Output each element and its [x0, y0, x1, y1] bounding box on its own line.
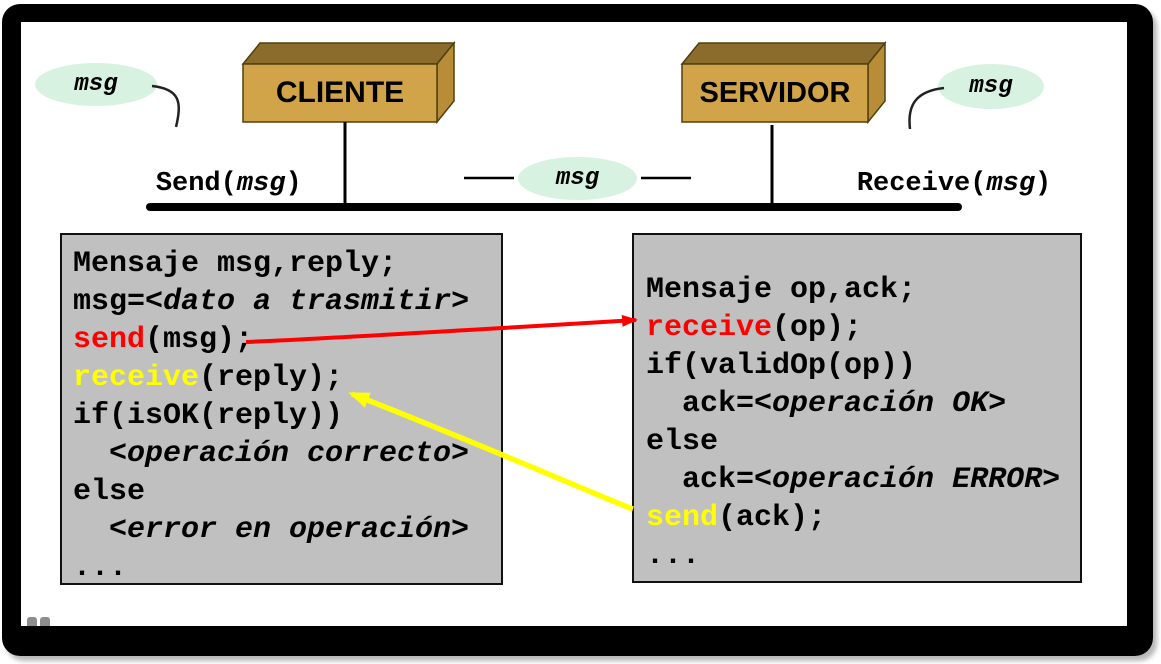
- server-l1: Mensaje op,ack;: [646, 273, 917, 307]
- client-l1: Mensaje msg,reply;: [73, 247, 398, 281]
- code-line: Mensaje op,ack;: [646, 271, 1080, 309]
- client-l6: <operación correcto>: [73, 437, 470, 471]
- code-line: if(isOK(reply)): [73, 397, 501, 435]
- server-l8: ...: [646, 539, 701, 573]
- client-l8: <error en operación>: [73, 513, 470, 547]
- client-send-keyword: send: [73, 323, 146, 357]
- receive-call-label: Receive(msg): [792, 139, 1051, 229]
- server-l2rest: (op);: [772, 311, 863, 345]
- client-l9: ...: [73, 551, 128, 585]
- send-call-close: ): [285, 169, 302, 199]
- code-line: send(ack);: [646, 499, 1080, 537]
- code-line: <operación correcto>: [73, 435, 501, 473]
- code-line: else: [646, 423, 1080, 461]
- client-l7: else: [73, 475, 146, 509]
- server-l3: if(validOp(op)): [646, 349, 917, 383]
- msg-bubble-left: msg: [35, 63, 157, 106]
- code-line: send(msg);: [73, 321, 501, 359]
- server-l4a: ack=: [646, 387, 755, 421]
- msg-right-connector-arc: [908, 86, 945, 130]
- msg-left-connector-arc: [151, 84, 180, 128]
- server-l5: else: [646, 425, 719, 459]
- client-l5: if(isOK(reply)): [73, 399, 344, 433]
- server-cube-side: [867, 40, 886, 125]
- client-code-box: Mensaje msg,reply; msg=<dato a trasmitir…: [60, 233, 503, 585]
- msg-label-left: msg: [74, 71, 118, 98]
- code-line: ...: [646, 537, 1080, 575]
- client-cube-side: [436, 40, 455, 125]
- code-line: msg=<dato a trasmitir>: [73, 283, 501, 321]
- code-line: if(validOp(op)): [646, 347, 1080, 385]
- msg-label-right: msg: [969, 73, 1013, 100]
- server-l7rest: (ack);: [718, 501, 827, 535]
- server-l6a: ack=: [646, 463, 755, 497]
- send-call-label: Send(msg): [91, 139, 302, 229]
- client-l2b: <dato a trasmitir>: [145, 285, 470, 319]
- code-line: ack=<operación ERROR>: [646, 461, 1080, 499]
- msg-bubble-right: msg: [938, 64, 1044, 109]
- client-cube-label: CLIENTE: [275, 76, 405, 109]
- server-send-keyword: send: [646, 501, 719, 535]
- code-line: receive(reply);: [73, 359, 501, 397]
- code-line: else: [73, 473, 501, 511]
- client-l4rest: (reply);: [199, 361, 344, 395]
- server-cube-label: SERVIDOR: [699, 76, 851, 109]
- server-receive-keyword: receive: [646, 311, 773, 345]
- code-line: ...: [73, 549, 501, 587]
- client-l3rest: (msg);: [145, 323, 254, 357]
- receive-call-open: Receive(: [856, 169, 987, 199]
- send-call-open: Send(: [155, 169, 237, 199]
- code-line: receive(op);: [646, 309, 1080, 347]
- send-call-arg: msg: [236, 169, 286, 199]
- code-line: Mensaje msg,reply;: [73, 245, 501, 283]
- code-line: ack=<operación OK>: [646, 385, 1080, 423]
- msg-bubble-middle: msg: [518, 157, 637, 200]
- client-l2a: msg=: [73, 285, 146, 319]
- client-receive-keyword: receive: [73, 361, 200, 395]
- page-number-fragment: [27, 617, 57, 628]
- code-line: <error en operación>: [73, 511, 501, 549]
- server-cube-top: [680, 42, 887, 65]
- server-l4b: <operación OK>: [754, 387, 1007, 421]
- server-l6b: <operación ERROR>: [754, 463, 1061, 497]
- receive-call-arg: msg: [986, 169, 1036, 199]
- msg-label-middle: msg: [555, 165, 600, 192]
- server-code-box: Mensaje op,ack; receive(op); if(validOp(…: [632, 233, 1082, 583]
- client-cube-top: [241, 42, 456, 65]
- receive-call-close: ): [1035, 169, 1052, 199]
